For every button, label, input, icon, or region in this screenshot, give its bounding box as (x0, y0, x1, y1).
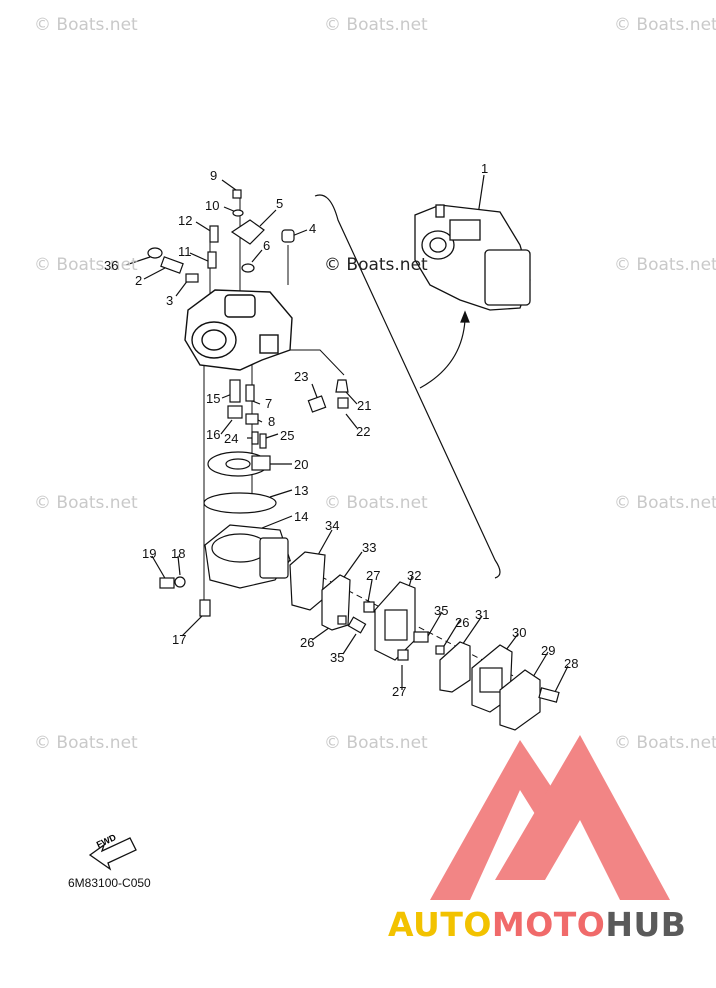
pin-25 (259, 433, 267, 449)
watermark: © Boats.net (34, 255, 138, 275)
part-label-26[interactable]: 26 (455, 615, 470, 630)
part-label-13[interactable]: 13 (294, 483, 309, 498)
cap-36 (147, 247, 163, 259)
part-label-12[interactable]: 12 (178, 213, 193, 228)
logo-part-hub: HUB (605, 905, 687, 944)
part-label-36[interactable]: 36 (104, 258, 119, 273)
watermark: © Boats.net (324, 493, 428, 513)
part-label-29[interactable]: 29 (541, 643, 556, 658)
part-label-16[interactable]: 16 (206, 427, 221, 442)
cover-29 (499, 669, 541, 731)
watermark: © Boats.net (324, 733, 428, 753)
logo-part-auto: AUTO (388, 905, 492, 944)
separator-line (314, 194, 501, 579)
carburetor-thumbnail (414, 204, 531, 311)
part-label-7[interactable]: 7 (265, 396, 273, 411)
part-label-11[interactable]: 11 (178, 244, 192, 259)
part-label-3[interactable]: 3 (166, 293, 174, 308)
part-label-34[interactable]: 34 (325, 518, 340, 533)
watermark: © Boats.net (34, 493, 138, 513)
automotohub-logo: AUTOMOTOHUB (388, 905, 686, 944)
plug-4 (281, 229, 295, 243)
part-label-5[interactable]: 5 (276, 196, 284, 211)
gasket-34 (289, 551, 326, 611)
part-label-19[interactable]: 19 (142, 546, 157, 561)
part-label-14[interactable]: 14 (294, 509, 309, 524)
washer-10 (232, 209, 244, 217)
part-label-2[interactable]: 2 (135, 273, 143, 288)
drain-17 (199, 599, 211, 617)
spring-11 (207, 251, 217, 269)
screw-26b (435, 645, 445, 655)
part-label-26[interactable]: 26 (300, 635, 315, 650)
needle-23 (307, 395, 327, 413)
part-label-4[interactable]: 4 (309, 221, 317, 236)
part-label-9[interactable]: 9 (210, 168, 218, 183)
valve-35a (347, 616, 367, 634)
part-label-33[interactable]: 33 (362, 540, 377, 555)
watermark: © Boats.net (34, 733, 138, 753)
fwd-arrow-icon (88, 837, 137, 871)
watermark: © Boats.net (614, 255, 716, 275)
carburetor-body (184, 289, 293, 371)
screw-2 (160, 256, 184, 274)
part-label-27[interactable]: 27 (366, 568, 381, 583)
pin-24 (251, 431, 259, 445)
part-label-21[interactable]: 21 (357, 398, 372, 413)
part-label-1[interactable]: 1 (481, 161, 489, 176)
watermark: © Boats.net (614, 15, 716, 35)
part-label-8[interactable]: 8 (268, 414, 276, 429)
gasket-13 (203, 492, 277, 514)
watermark: © Boats.net (324, 15, 428, 35)
nut-27a (363, 601, 375, 613)
seal-6 (241, 263, 255, 273)
jet-15 (229, 379, 241, 403)
jet-8 (245, 413, 259, 425)
logo-mark (430, 735, 670, 900)
part-label-30[interactable]: 30 (512, 625, 527, 640)
part-label-18[interactable]: 18 (171, 546, 186, 561)
nut-27b (397, 649, 409, 661)
watermark: © Boats.net (614, 733, 716, 753)
jet-7 (245, 384, 255, 402)
part-label-27[interactable]: 27 (392, 684, 407, 699)
screw-9 (232, 189, 242, 199)
logo-part-moto: MOTO (491, 905, 606, 944)
screw-26a (337, 615, 347, 625)
spring-3 (185, 273, 199, 283)
seat-22 (337, 397, 349, 409)
part-label-35[interactable]: 35 (434, 603, 449, 618)
part-label-10[interactable]: 10 (205, 198, 220, 213)
part-label-24[interactable]: 24 (224, 431, 239, 446)
valve-35b (413, 631, 429, 643)
part-label-31[interactable]: 31 (475, 607, 490, 622)
part-label-17[interactable]: 17 (172, 632, 187, 647)
washer-18 (174, 576, 186, 588)
needle-21 (335, 379, 349, 393)
part-label-25[interactable]: 25 (280, 428, 295, 443)
jet-16 (227, 405, 243, 419)
part-label-22[interactable]: 22 (356, 424, 371, 439)
part-label-35[interactable]: 35 (330, 650, 345, 665)
part-label-32[interactable]: 32 (407, 568, 422, 583)
pointer-arrow (419, 319, 466, 389)
part-label-15[interactable]: 15 (206, 391, 221, 406)
cover-5 (230, 219, 265, 245)
screw-19 (159, 577, 175, 589)
watermark: © Boats.net (34, 15, 138, 35)
watermark: © Boats.net (614, 493, 716, 513)
diaphragm-31 (439, 641, 471, 693)
part-label-6[interactable]: 6 (263, 238, 271, 253)
diagram-code: 6M83100-C050 (68, 876, 151, 890)
watermark: © Boats.net (324, 255, 428, 275)
screw-28 (538, 687, 560, 703)
part-label-23[interactable]: 23 (294, 369, 309, 384)
part-label-28[interactable]: 28 (564, 656, 579, 671)
screw-12 (209, 225, 219, 243)
part-label-20[interactable]: 20 (294, 457, 309, 472)
